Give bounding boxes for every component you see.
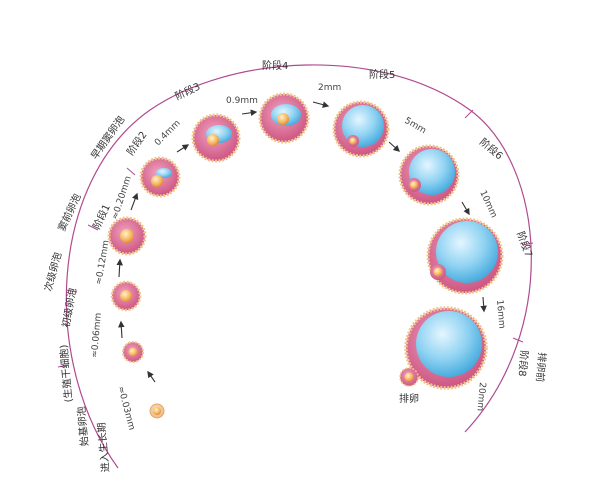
size-label-c: ≈0.12mm	[94, 239, 112, 285]
arrow-4	[130, 192, 139, 211]
stage-6-label: 阶段6	[477, 135, 506, 162]
progression-arrows	[116, 101, 487, 383]
follicle-stage-6	[398, 144, 460, 206]
follicle-stage-5	[332, 100, 390, 158]
origin-line-2: 始基卵泡	[75, 406, 91, 447]
ovulation-label: 排卵	[399, 392, 419, 405]
stage-1-label: 阶段1	[90, 202, 113, 231]
size-label-f: 0.9mm	[226, 96, 258, 106]
origin-line-3: (生殖干细胞)	[57, 344, 75, 403]
arrow-3	[116, 258, 123, 278]
size-label-d: ≈0.20mm	[110, 175, 133, 221]
size-label-j: 16mm	[494, 299, 506, 329]
follicle-secondary	[110, 280, 142, 312]
follicle-stage-3	[191, 113, 241, 163]
follicle-stage-2	[139, 156, 181, 198]
follicle-primary	[122, 341, 144, 363]
arrow-8	[388, 141, 400, 152]
size-label-h: 5mm	[403, 116, 428, 136]
follicle-primordial	[149, 403, 165, 419]
arrow-2	[118, 320, 125, 339]
phase-dividers	[57, 109, 534, 368]
origin-line-1: 进入生长期	[95, 422, 112, 473]
arrow-9	[461, 201, 470, 216]
released-oocyte	[399, 367, 419, 387]
size-label-k: 20mm	[474, 382, 486, 412]
follicle-preantral	[107, 216, 147, 256]
stage-2-label: 阶段2	[124, 129, 150, 158]
follicle-stage-7	[426, 217, 504, 295]
follicle-stage-4	[258, 92, 310, 144]
arrow-10	[480, 296, 487, 313]
stage-3-label: 阶段3	[173, 80, 202, 103]
size-label-e: 0.4mm	[153, 119, 183, 149]
arrow-1	[147, 370, 156, 383]
stage-5-label: 阶段5	[369, 68, 395, 81]
arrow-6	[241, 109, 258, 117]
size-label-i: 10mm	[477, 189, 498, 220]
stage-8-label: 阶段8	[516, 350, 531, 377]
size-label-g: 2mm	[318, 83, 341, 93]
follicle-stage-8	[404, 306, 488, 390]
phase-primary-label: 初级卵泡	[59, 287, 79, 329]
arrow-7	[312, 101, 330, 108]
phase-preovulatory-label: 排卵前	[533, 352, 549, 383]
phase-early-antral-label: 早期窦卵泡	[88, 113, 127, 161]
size-label-a: ≈0.03mm	[115, 385, 136, 431]
arrow-5	[176, 144, 190, 153]
outer-arc	[65, 64, 532, 469]
phase-secondary-label: 次级卵泡	[41, 251, 64, 293]
stage-7-label: 阶段7	[514, 230, 535, 259]
size-label-b: ≈0.06mm	[90, 312, 104, 358]
stage-4-label: 阶段4	[262, 59, 288, 72]
